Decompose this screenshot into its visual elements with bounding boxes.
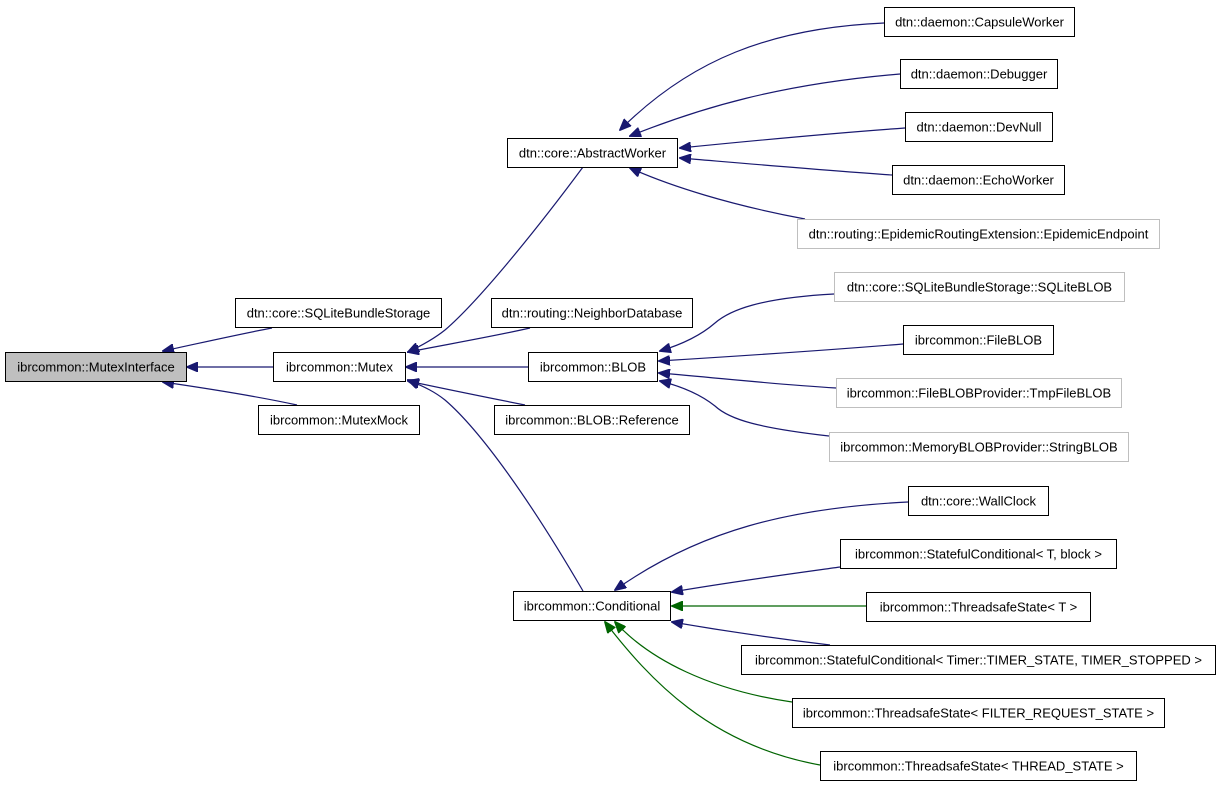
class-label: dtn::daemon::DevNull — [916, 120, 1041, 135]
edge-wallclock-conditional — [615, 501, 909, 590]
class-node-sqliteblob[interactable]: dtn::core::SQLiteBundleStorage::SQLiteBL… — [834, 272, 1125, 302]
class-box — [820, 751, 1137, 781]
class-node-abstractworker[interactable]: dtn::core::AbstractWorker — [507, 138, 678, 168]
class-box — [840, 539, 1117, 569]
class-box — [892, 165, 1065, 195]
edge-threadsafestate_thread-conditional — [605, 622, 821, 766]
class-node-echoworker[interactable]: dtn::daemon::EchoWorker — [892, 165, 1065, 195]
class-box — [507, 138, 678, 168]
class-label: dtn::routing::EpidemicRoutingExtension::… — [809, 227, 1149, 242]
class-label: ibrcommon::Mutex — [286, 360, 393, 375]
class-label: ibrcommon::Conditional — [524, 599, 661, 614]
class-node-threadsafestate_filter[interactable]: ibrcommon::ThreadsafeState< FILTER_REQUE… — [792, 698, 1165, 728]
class-label: ibrcommon::BLOB — [540, 360, 646, 375]
class-node-blob[interactable]: ibrcommon::BLOB — [528, 352, 658, 382]
edge-tmpfileblob-blob — [659, 373, 837, 389]
edge-threadsafestate_filter-conditional — [615, 622, 793, 703]
edge-statefulcond_timer-conditional — [672, 622, 831, 646]
edge-stringblob-blob — [660, 381, 830, 437]
class-label: dtn::routing::NeighborDatabase — [502, 306, 683, 321]
class-box — [903, 325, 1054, 355]
class-box — [905, 112, 1053, 142]
class-label: ibrcommon::StatefulConditional< T, block… — [855, 547, 1102, 562]
class-box — [836, 378, 1122, 408]
class-label: dtn::daemon::CapsuleWorker — [895, 15, 1065, 30]
class-node-wallclock[interactable]: dtn::core::WallClock — [908, 486, 1049, 516]
class-box — [5, 352, 187, 382]
class-box — [866, 592, 1091, 622]
class-box — [741, 645, 1216, 675]
class-label: ibrcommon::ThreadsafeState< THREAD_STATE… — [833, 759, 1123, 774]
class-node-epidemicendpoint[interactable]: dtn::routing::EpidemicRoutingExtension::… — [797, 219, 1160, 249]
class-box — [258, 405, 420, 435]
edge-capsuleworker-abstractworker — [620, 22, 885, 130]
class-box — [792, 698, 1165, 728]
class-box — [900, 59, 1058, 89]
edge-fileblob-blob — [659, 343, 904, 361]
class-label: ibrcommon::MemoryBLOBProvider::StringBLO… — [840, 440, 1117, 455]
class-node-stringblob[interactable]: ibrcommon::MemoryBLOBProvider::StringBLO… — [829, 432, 1129, 462]
class-node-devnull[interactable]: dtn::daemon::DevNull — [905, 112, 1053, 142]
class-box — [797, 219, 1160, 249]
class-label: dtn::daemon::EchoWorker — [903, 173, 1054, 188]
class-box — [513, 591, 671, 621]
class-box — [491, 298, 693, 328]
class-label: dtn::core::SQLiteBundleStorage::SQLiteBL… — [847, 280, 1112, 295]
class-node-blobreference[interactable]: ibrcommon::BLOB::Reference — [494, 405, 690, 435]
edge-sqlitebundlestorage-mutexinterface — [163, 327, 273, 351]
class-label: ibrcommon::FileBLOB — [915, 333, 1042, 348]
class-node-neighbordatabase[interactable]: dtn::routing::NeighborDatabase — [491, 298, 693, 328]
class-box — [528, 352, 658, 382]
class-box — [273, 352, 406, 382]
class-label: ibrcommon::ThreadsafeState< T > — [880, 600, 1078, 615]
class-label: ibrcommon::MutexInterface — [17, 360, 175, 375]
class-label: dtn::core::WallClock — [921, 494, 1037, 509]
edge-epidemicendpoint-abstractworker — [630, 168, 806, 220]
edge-statefulcond_tblock-conditional — [672, 566, 841, 592]
edge-devnull-abstractworker — [680, 127, 906, 148]
class-label: dtn::core::AbstractWorker — [519, 146, 667, 161]
class-node-capsuleworker[interactable]: dtn::daemon::CapsuleWorker — [884, 7, 1075, 37]
edge-sqliteblob-blob — [660, 293, 835, 351]
edge-debugger-abstractworker — [630, 73, 901, 136]
class-node-statefulcond_tblock[interactable]: ibrcommon::StatefulConditional< T, block… — [840, 539, 1117, 569]
class-label: ibrcommon::BLOB::Reference — [505, 413, 678, 428]
class-node-tmpfileblob[interactable]: ibrcommon::FileBLOBProvider::TmpFileBLOB — [836, 378, 1122, 408]
class-box — [829, 432, 1129, 462]
edge-conditional-mutex — [408, 380, 584, 592]
class-node-debugger[interactable]: dtn::daemon::Debugger — [900, 59, 1058, 89]
class-node-fileblob[interactable]: ibrcommon::FileBLOB — [903, 325, 1054, 355]
class-node-threadsafestate_thread[interactable]: ibrcommon::ThreadsafeState< THREAD_STATE… — [820, 751, 1137, 781]
edge-blobreference-mutex — [408, 381, 526, 406]
class-box — [834, 272, 1125, 302]
class-box — [908, 486, 1049, 516]
edge-mutexmock-mutexinterface — [163, 382, 298, 406]
class-box — [235, 298, 442, 328]
class-label: ibrcommon::StatefulConditional< Timer::T… — [755, 653, 1202, 668]
edge-abstractworker-mutex — [408, 166, 584, 352]
class-node-threadsafestate_t[interactable]: ibrcommon::ThreadsafeState< T > — [866, 592, 1091, 622]
class-node-mutexinterface: ibrcommon::MutexInterface — [5, 352, 187, 382]
class-node-mutex[interactable]: ibrcommon::Mutex — [273, 352, 406, 382]
class-box — [884, 7, 1075, 37]
class-node-conditional[interactable]: ibrcommon::Conditional — [513, 591, 671, 621]
class-node-statefulcond_timer[interactable]: ibrcommon::StatefulConditional< Timer::T… — [741, 645, 1216, 675]
class-node-sqlitebundlestorage[interactable]: dtn::core::SQLiteBundleStorage — [235, 298, 442, 328]
class-label: ibrcommon::MutexMock — [270, 413, 408, 428]
class-label: ibrcommon::FileBLOBProvider::TmpFileBLOB — [847, 386, 1111, 401]
edge-neighbordatabase-mutex — [408, 327, 531, 352]
class-box — [494, 405, 690, 435]
edge-echoworker-abstractworker — [680, 158, 893, 176]
class-label: dtn::core::SQLiteBundleStorage — [247, 306, 431, 321]
class-label: dtn::daemon::Debugger — [911, 67, 1048, 82]
class-label: ibrcommon::ThreadsafeState< FILTER_REQUE… — [803, 706, 1154, 721]
class-node-mutexmock[interactable]: ibrcommon::MutexMock — [258, 405, 420, 435]
